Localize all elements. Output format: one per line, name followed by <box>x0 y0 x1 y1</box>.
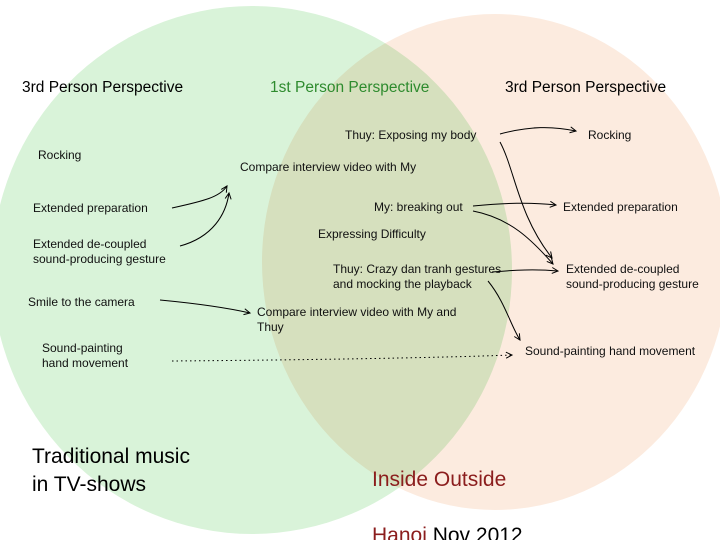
label-left-extended-decoupled: Extended de-coupled sound-producing gest… <box>33 237 166 266</box>
label-right-sound-painting: Sound-painting hand movement <box>525 344 696 358</box>
label-left-extended-preparation: Extended preparation <box>33 201 148 215</box>
label-left-smile-to-camera: Smile to the camera <box>28 295 135 309</box>
heading-right-3rd-person: 3rd Person Perspective <box>505 79 667 96</box>
caption-date-text: Nov 2012 <box>426 524 523 540</box>
caption-hanoi-text: Hanoi <box>372 524 427 540</box>
label-compare-video-my-thuy: Compare interview video with My and Thuy <box>257 305 457 334</box>
label-my-breaking-out: My: breaking out <box>374 200 463 214</box>
label-compare-video-my: Compare interview video with My <box>240 160 417 174</box>
heading-middle-1st-person: 1st Person Perspective <box>270 79 430 96</box>
caption-traditional-music: Traditional music in TV-shows <box>32 445 190 496</box>
caption-inside-outside-line: Inside Outside <box>372 468 507 491</box>
label-right-rocking: Rocking <box>588 128 632 142</box>
label-right-extended-decoupled: Extended de-coupled sound-producing gest… <box>566 262 699 291</box>
label-thuy-exposing-body: Thuy: Exposing my body <box>345 128 477 142</box>
label-right-extended-preparation: Extended preparation <box>563 200 678 214</box>
caption-inside-outside-hanoi: Inside Outside Hanoi Nov 2012 <box>372 438 523 540</box>
label-left-rocking: Rocking <box>38 148 82 162</box>
label-left-sound-painting: Sound-painting hand movement <box>42 341 129 370</box>
label-expressing-difficulty: Expressing Difficulty <box>318 227 426 241</box>
heading-left-3rd-person: 3rd Person Perspective <box>22 79 184 96</box>
label-thuy-crazy-gestures: Thuy: Crazy dan tranh gestures and mocki… <box>333 262 502 291</box>
caption-hanoi-date-line: Hanoi Nov 2012 <box>372 522 523 540</box>
